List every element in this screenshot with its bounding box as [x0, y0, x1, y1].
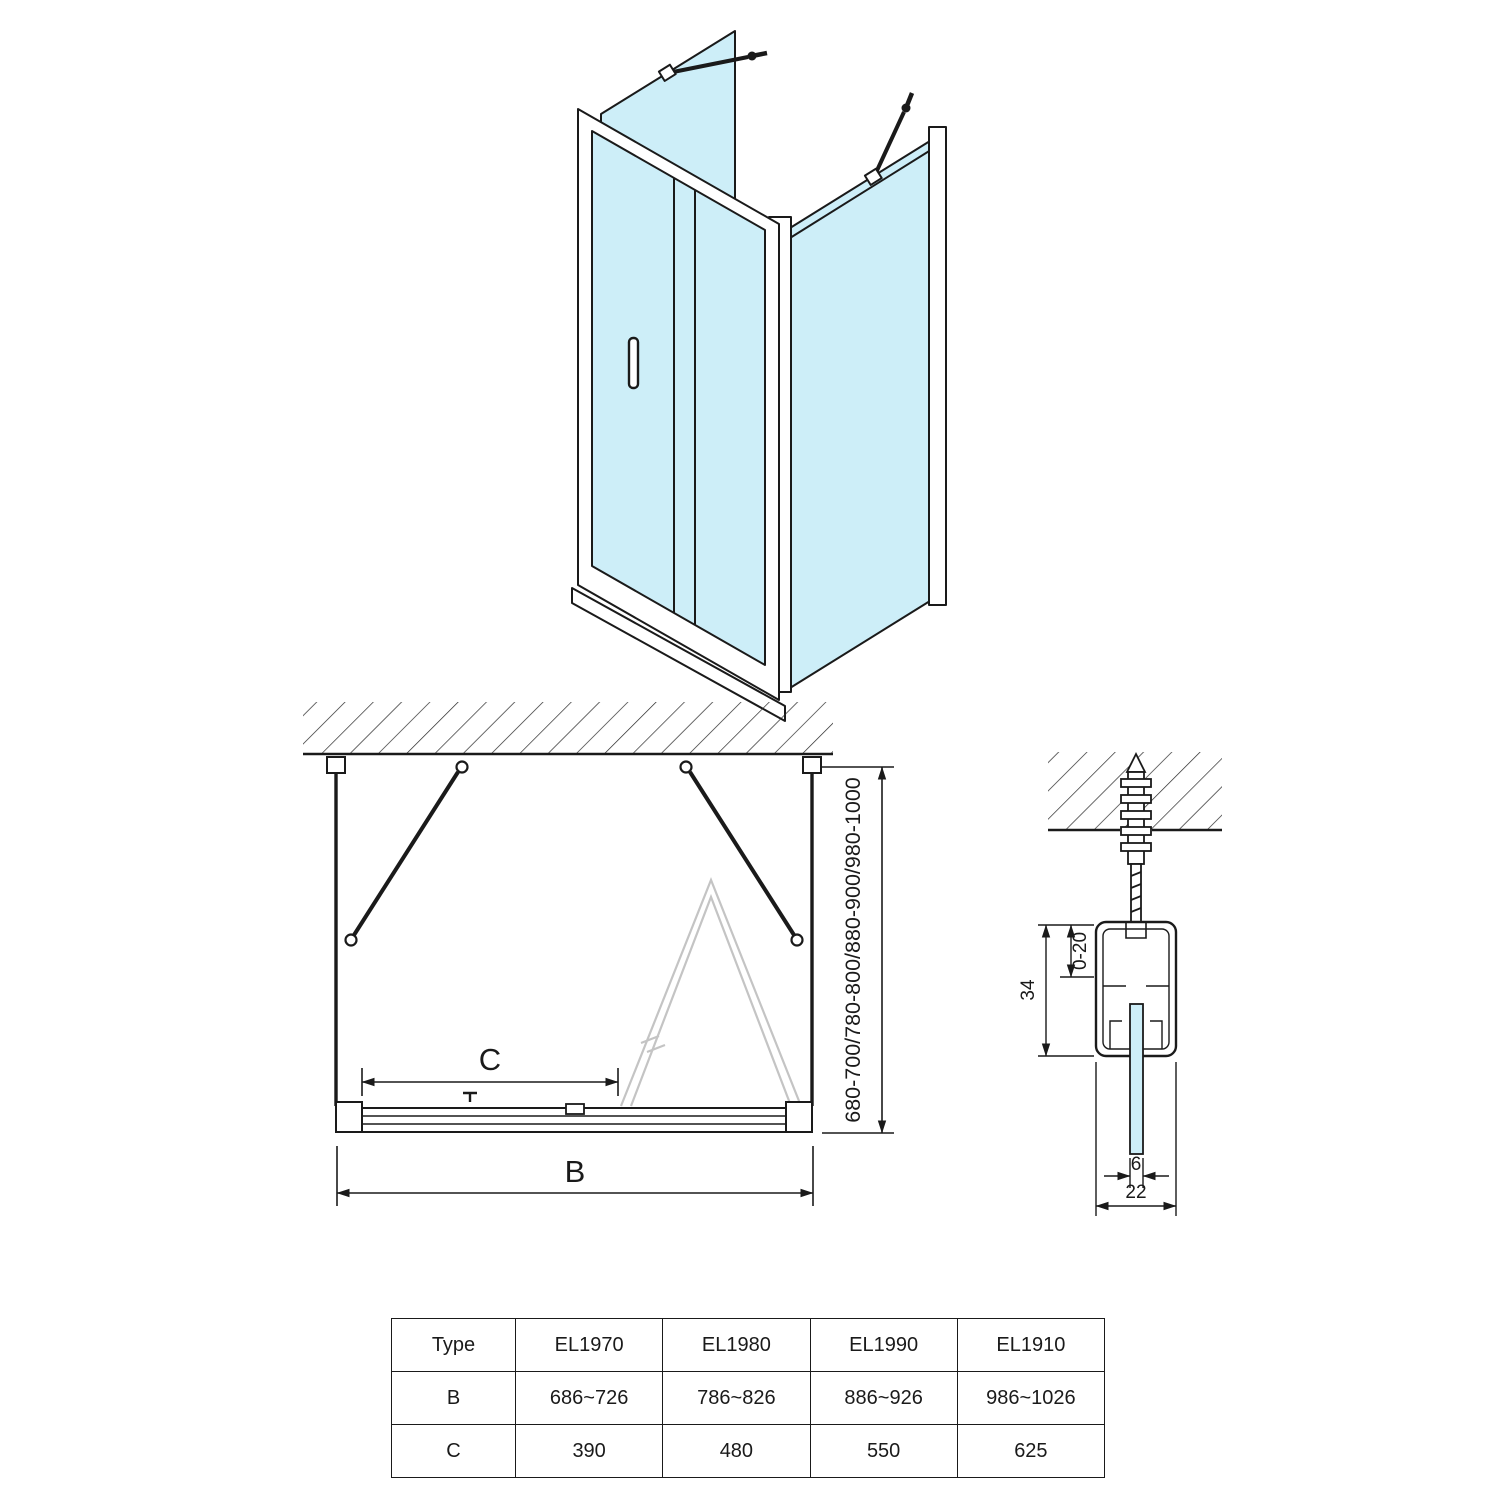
right-panel-top-edge	[789, 147, 935, 239]
iso-view	[571, 30, 947, 722]
value-c-el1910: 625	[956, 1424, 1106, 1478]
value-c-el1980: 480	[662, 1424, 811, 1478]
value-c-el1970: 390	[514, 1424, 664, 1478]
value-b-el1990: 886~926	[809, 1371, 958, 1425]
col-header-el1990: EL1990	[809, 1318, 958, 1372]
door-open-ghost	[619, 877, 803, 1107]
row-label-b: B	[391, 1371, 516, 1425]
value-c-el1990: 550	[809, 1424, 958, 1478]
dim-profile-width-label: 22	[1125, 1182, 1146, 1203]
handle-plan	[463, 1091, 477, 1102]
wall-bracket-right	[802, 756, 822, 774]
spec-table: Type EL1970 EL1980 EL1990 EL1910 B 686~7…	[391, 1318, 1106, 1478]
dim-c	[361, 1068, 619, 1096]
dim-glass-label: 6	[1131, 1154, 1142, 1175]
dim-profile-height-label: 34	[1018, 979, 1039, 1001]
spec-table-row-c: C 390 480 550 625	[391, 1424, 1106, 1478]
door-glass	[591, 130, 766, 666]
side-panel-right-3d	[789, 135, 939, 689]
pivot-plan	[565, 1103, 585, 1115]
spec-table-header-row: Type EL1970 EL1980 EL1990 EL1910	[391, 1318, 1106, 1372]
dim-profile-width	[1095, 1062, 1177, 1216]
wall-anchor	[1120, 751, 1152, 931]
support-bar-left-3d	[657, 50, 768, 82]
dim-height	[822, 766, 894, 1134]
profile-detail: 0-20 34 6 22	[1018, 751, 1222, 1216]
support-bar-left-plan	[344, 760, 469, 947]
right-panel-back-frame	[928, 126, 947, 606]
dim-b-label: B	[565, 1154, 586, 1189]
dim-c-label: C	[479, 1042, 501, 1077]
value-b-el1970: 686~726	[514, 1371, 664, 1425]
value-b-el1910: 986~1026	[956, 1371, 1106, 1425]
wall-hatch-plan	[303, 702, 833, 754]
door-track-plan	[335, 1091, 813, 1133]
support-bar-right-3d	[863, 92, 915, 186]
support-bar-right-plan	[679, 760, 804, 947]
col-header-el1910: EL1910	[956, 1318, 1106, 1372]
row-label-c: C	[391, 1424, 516, 1478]
col-header-el1980: EL1980	[662, 1318, 811, 1372]
col-header-el1970: EL1970	[514, 1318, 664, 1372]
door-handle	[627, 336, 640, 390]
dim-glass-thickness	[1104, 1158, 1169, 1188]
bifold-door-3d	[571, 108, 786, 722]
value-b-el1980: 786~826	[662, 1371, 811, 1425]
dim-height-label: 680-700/780-800/880-900/980-1000	[841, 777, 865, 1123]
col-header-type: Type	[391, 1318, 516, 1372]
plan-view: C B 680-700/780-800/880-900/980-1000	[303, 702, 894, 1206]
dim-b	[336, 1146, 814, 1206]
dim-adjust-label: 0-20	[1070, 932, 1091, 970]
dim-profile-height	[1038, 924, 1094, 1057]
glass-pane-section	[1129, 1003, 1144, 1155]
wall-bracket-left	[326, 756, 346, 774]
spec-table-row-b: B 686~726 786~826 886~926 986~1026	[391, 1371, 1106, 1425]
